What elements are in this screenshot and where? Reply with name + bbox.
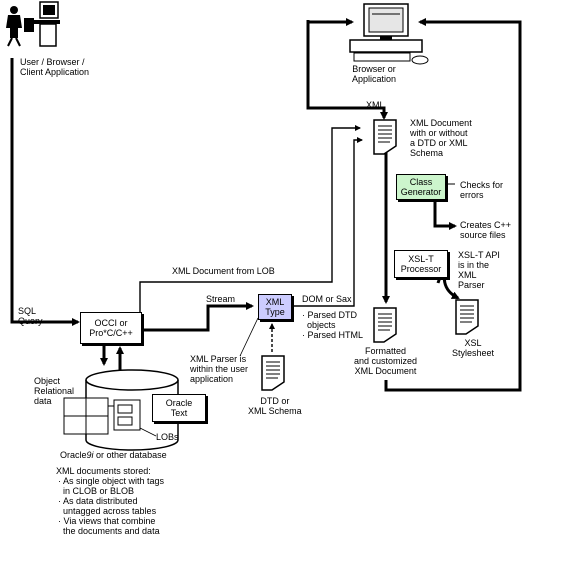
parsed-objects-label: · Parsed DTD objects · Parsed HTML [302,310,364,340]
xml-document-label: XML Document with or without a DTD or XM… [410,118,472,158]
xml-document-icon [373,119,397,155]
stored-title: XML documents stored: [56,466,151,476]
stored-items: · As single object with tags in CLOB or … [58,476,165,536]
oracle-database-label: Oracle9i or other database [60,450,167,460]
browser-to-xml-line [306,20,388,120]
creates-label: Creates C++ source files [460,220,512,240]
dtd-schema-label: DTD or XML Schema [248,396,302,416]
object-relational-label: Object Relational data [34,376,75,406]
user-at-computer-icon [6,1,60,47]
occi-box: OCCI or Pro*C/C++ [80,312,142,344]
xml-parser-label: XML Parser is within the user applicatio… [190,354,249,384]
checks-label: Checks for errors [460,180,504,200]
oracle-text-box: Oracle Text [152,394,206,422]
dom-sax-label: DOM or Sax [302,294,352,304]
occi-label: OCCI or Pro*C/C++ [89,318,133,338]
xmltype-label: XML Type [265,297,285,317]
stream-label: Stream [206,294,236,304]
xmltype-box: XML Type [258,294,292,320]
xslt-processor-label: XSL-T Processor [400,254,442,274]
lobs-label: LOBs [156,432,179,442]
xml-document-from-lob-label: XML Document from LOB [172,266,275,276]
xml-label: XML [366,100,385,110]
oracle-text-label: Oracle Text [165,398,193,418]
xslt-api-label: XSL-T API is in the XML Parser [458,250,500,290]
formatted-document-icon [373,307,397,343]
class-generator-box: Class Generator [396,174,446,200]
user-label: User / Browser / Client Application [20,57,90,77]
xsl-stylesheet-label: XSL Stylesheet [452,338,495,358]
return-to-browser-line [384,18,522,392]
dtd-document-icon [261,355,285,391]
formatted-document-label: Formatted and customized XML Document [354,346,418,376]
class-generator-label: Class Generator [400,177,442,197]
sql-query-line [10,58,80,326]
sql-query-label: SQL Query [18,306,43,326]
xslt-processor-box: XSL-T Processor [394,250,448,278]
xsl-stylesheet-icon [455,299,479,335]
browser-label: Browser or Application [352,64,397,84]
relational-table-icon [63,397,109,435]
desktop-computer-icon [349,3,429,65]
